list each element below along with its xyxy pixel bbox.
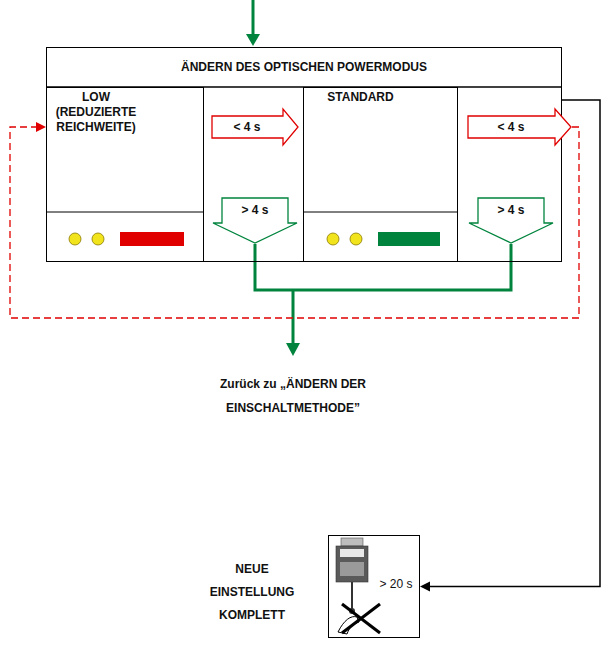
node-text: < 4 s <box>467 119 555 135</box>
short-press-arrow: < 4 s <box>467 108 572 146</box>
connector <box>10 122 579 318</box>
hand <box>338 617 359 634</box>
probe-window <box>340 562 364 576</box>
yellow-led <box>69 233 81 245</box>
node-text: > 4 s <box>478 203 544 217</box>
short-press-arrow: < 4 s <box>211 108 299 146</box>
complete-box: NEUE EINSTELLUNG KOMPLETT> 20 s <box>328 535 420 638</box>
connector-line <box>10 127 579 318</box>
yellow-led <box>350 233 362 245</box>
node-text: > 4 s <box>222 203 288 217</box>
node-text: LOW (REDUZIERTE REICHWEITE) <box>46 90 146 135</box>
merge-line <box>255 244 511 345</box>
node-text: < 4 s <box>211 119 283 135</box>
long-press-arrow: > 4 s <box>468 197 554 244</box>
yellow-led <box>92 233 104 245</box>
arrow-head <box>420 582 430 592</box>
red-led <box>120 232 184 246</box>
cell-divider <box>46 212 204 213</box>
probe-stylus <box>351 582 353 609</box>
entry-arrow-line <box>252 0 255 36</box>
node-text: STANDARD <box>303 90 418 105</box>
entry-arrow-head <box>246 34 260 46</box>
yellow-led <box>327 233 339 245</box>
green-led <box>378 232 440 246</box>
arrow-head <box>36 122 46 132</box>
cell-divider <box>303 212 458 213</box>
mode-panel: ÄNDERN DES OPTISCHEN POWERMODUS LOW (REDU… <box>46 47 562 262</box>
probe-cap <box>341 538 363 546</box>
node-text: ÄNDERN DES OPTISCHEN POWERMODUS <box>46 60 562 74</box>
standard-cell: STANDARD <box>303 87 458 262</box>
probe-body <box>336 546 368 582</box>
return-note: Zurück zu „ÄNDERN DER EINSCHALTMETHODE” <box>214 372 372 420</box>
low-cell: LOW (REDUZIERTE REICHWEITE) <box>46 87 204 262</box>
node-text: NEUE EINSTELLUNG KOMPLETT <box>202 558 302 627</box>
short-press-arrow-shape <box>212 109 298 145</box>
connector-line <box>428 100 600 587</box>
header-divider <box>46 86 562 87</box>
connector <box>420 100 600 592</box>
cross-mark <box>342 604 380 633</box>
long-press-arrow: > 4 s <box>212 197 298 244</box>
probe-label <box>340 549 364 557</box>
long-press-arrow-shape <box>469 198 553 243</box>
long-press-arrow-shape <box>213 198 297 243</box>
short-press-arrow-shape <box>468 109 571 145</box>
node-text: > 20 s <box>374 577 418 591</box>
cross-mark <box>342 604 380 633</box>
merge-arrow-head <box>286 343 300 356</box>
